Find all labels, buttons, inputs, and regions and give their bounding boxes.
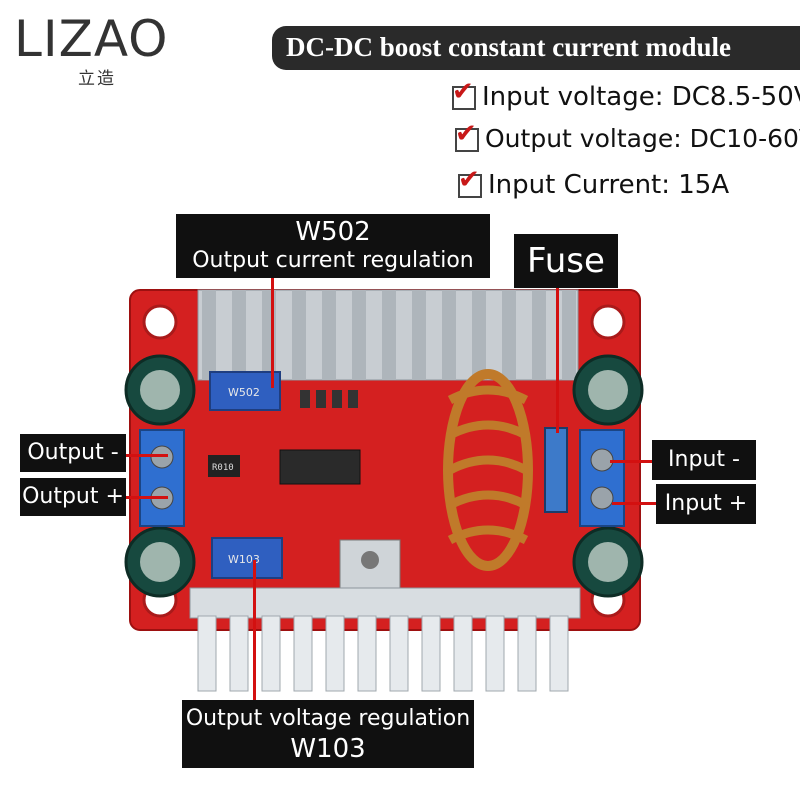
callout-input-minus: Input - xyxy=(652,440,756,480)
screw-icon xyxy=(361,551,379,569)
title-banner: DC-DC boost constant current module xyxy=(272,26,800,70)
callout-fuse-label: Fuse xyxy=(527,241,605,281)
callout-w103-desc: Output voltage regulation xyxy=(185,706,471,731)
leader-line xyxy=(253,560,256,700)
spec-input-voltage: Input voltage: DC8.5-50V xyxy=(452,77,800,112)
screw-icon xyxy=(590,486,614,510)
callout-output-minus-label: Output - xyxy=(27,440,119,465)
capacitor xyxy=(572,526,644,598)
callout-w502-name: W502 xyxy=(295,217,371,247)
mount-hole xyxy=(142,304,178,340)
pot-label: W103 xyxy=(228,553,260,566)
brand-name: LIZAO xyxy=(14,10,169,68)
spec-text: Output voltage: DC10-60V xyxy=(485,124,800,153)
callout-output-minus: Output - xyxy=(20,434,126,472)
spec-output-voltage: Output voltage: DC10-60V xyxy=(455,119,800,153)
checkbox-checked-icon xyxy=(458,165,482,198)
resistor-label: R010 xyxy=(212,463,234,473)
output-terminal xyxy=(139,429,185,527)
brand-logo: LIZAO 立造 xyxy=(14,10,184,89)
bottom-heatsink xyxy=(189,587,581,692)
capacitor xyxy=(572,354,644,426)
callout-input-minus-label: Input - xyxy=(668,447,740,472)
capacitor xyxy=(124,354,196,426)
top-heatsink xyxy=(197,289,579,381)
leader-line xyxy=(556,288,559,433)
screw-icon xyxy=(150,445,174,469)
brand-subtitle: 立造 xyxy=(78,69,116,89)
leader-line xyxy=(612,502,656,505)
spec-text: Input Current: 15A xyxy=(488,170,730,200)
callout-output-plus-label: Output + xyxy=(22,484,124,509)
input-terminal xyxy=(579,429,625,527)
product-title: DC-DC boost constant current module xyxy=(286,32,731,62)
leader-line xyxy=(271,278,274,388)
control-ic xyxy=(279,449,361,485)
leader-line xyxy=(126,454,168,457)
w103-potentiometer xyxy=(211,537,283,579)
spec-input-current: Input Current: 15A xyxy=(458,165,730,200)
callout-w502: W502 Output current regulation xyxy=(176,214,490,278)
mount-hole xyxy=(590,304,626,340)
callout-w103: Output voltage regulation W103 xyxy=(182,700,474,768)
checkbox-checked-icon xyxy=(455,119,479,152)
fuse-component xyxy=(544,427,568,513)
callout-fuse: Fuse xyxy=(514,234,618,288)
callout-output-plus: Output + xyxy=(20,478,126,516)
callout-w103-name: W103 xyxy=(290,734,366,764)
circuit-board-image: W502 W103 R010 xyxy=(124,289,644,692)
spec-text: Input voltage: DC8.5-50V xyxy=(482,82,800,112)
callout-w502-desc: Output current regulation xyxy=(192,248,474,273)
inductor-coil xyxy=(443,369,533,571)
callout-input-plus-label: Input + xyxy=(664,491,748,516)
callout-input-plus: Input + xyxy=(656,484,756,524)
pot-label: W502 xyxy=(228,386,260,399)
capacitor xyxy=(124,526,196,598)
leader-line xyxy=(610,460,652,463)
checkbox-checked-icon xyxy=(452,77,476,110)
w502-potentiometer xyxy=(209,371,281,411)
leader-line xyxy=(126,496,168,499)
shunt-resistor xyxy=(208,455,240,477)
